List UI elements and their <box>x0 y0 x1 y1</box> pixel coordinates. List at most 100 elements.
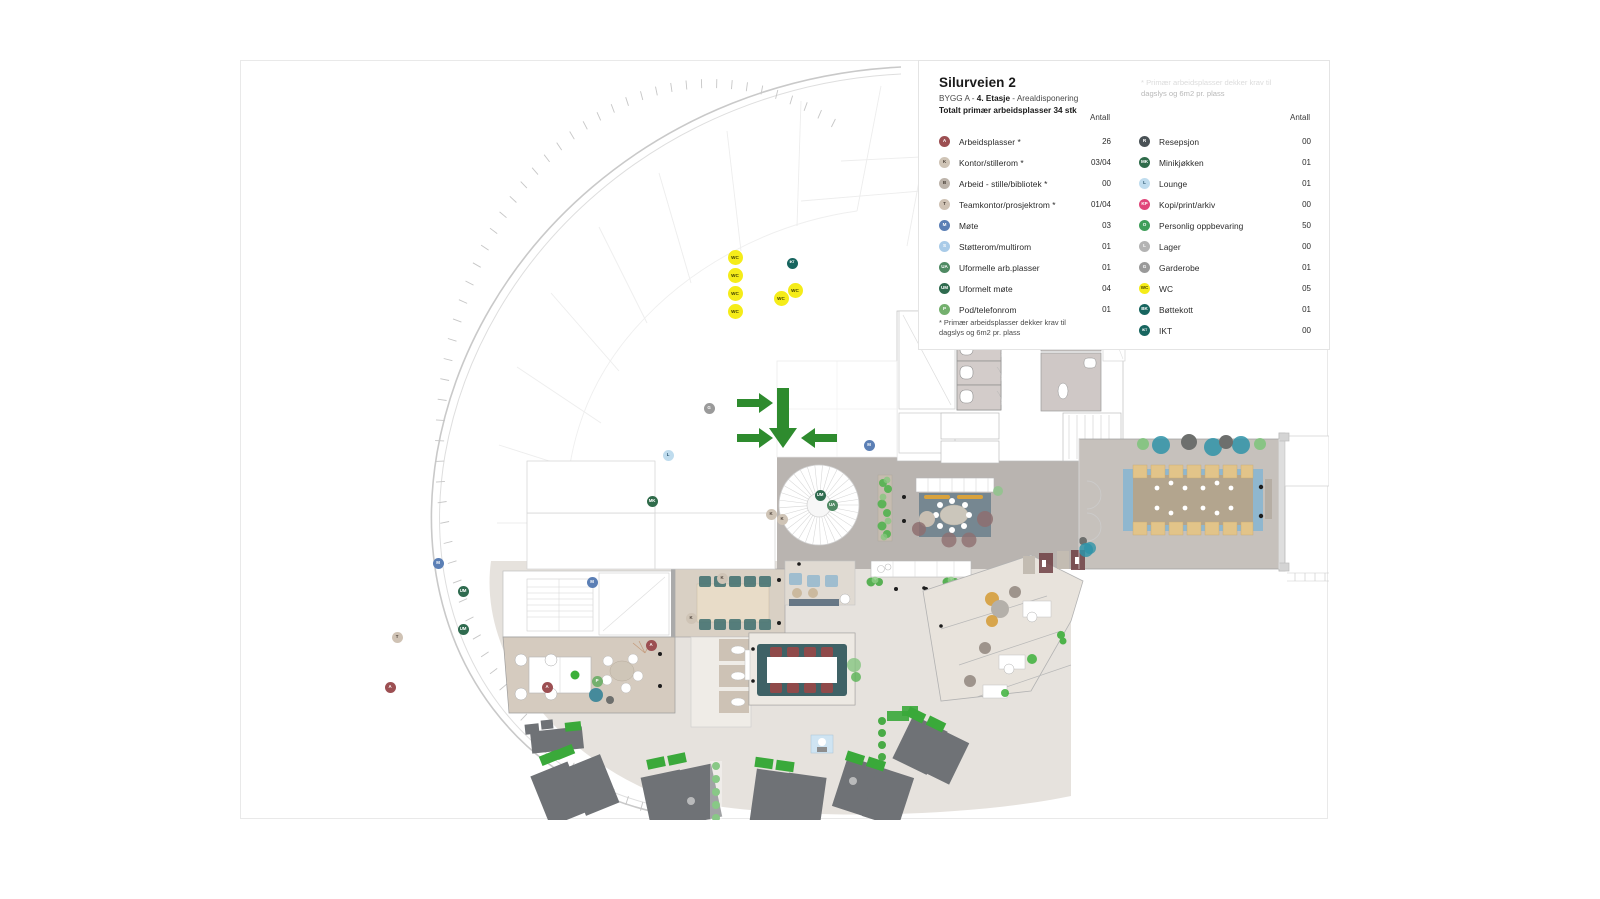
plan-marker-k: K <box>685 612 697 624</box>
plan-marker-wc: WC <box>787 282 803 298</box>
legend-count: 04 <box>1102 284 1111 293</box>
meeting-room-white <box>744 632 861 706</box>
plan-marker-m: M <box>863 439 875 451</box>
legend-badge-p-icon: P <box>939 304 950 315</box>
footnote-line-2: dagslys og 6m2 pr. plass <box>939 328 1021 338</box>
plan-marker-um: UM <box>457 585 469 597</box>
legend-row-uformelt-m-te: UM Uformelt møte 04 <box>939 278 1111 299</box>
legend-label: Møte <box>959 220 979 231</box>
legend-label: WC <box>1159 283 1174 294</box>
legend-label: Kontor/stillerom * <box>959 157 1024 168</box>
legend-count: 01 <box>1302 263 1311 272</box>
antall-header-left: Antall <box>1089 113 1110 122</box>
legend-badge-a-icon: A <box>939 136 950 147</box>
legend-count: 00 <box>1302 242 1311 251</box>
plan-marker-a: A <box>645 639 657 651</box>
plan-marker-k: K <box>716 572 728 584</box>
meeting-room-mid-left <box>674 568 786 638</box>
legend-ghost-note: * Primær arbeidsplasser dekker krav til … <box>1141 77 1321 100</box>
plan-marker-mk: MK <box>646 495 658 507</box>
legend-label: Personlig oppbevaring <box>1159 220 1244 231</box>
legend-badge-ikt-icon: IKT <box>1139 325 1150 336</box>
plan-marker-wc: WC <box>727 249 743 265</box>
legend-label: Arbeid - stille/bibliotek * <box>959 178 1048 189</box>
legend-row-teamkontor-prosjektrom: T Teamkontor/prosjektrom * 01/04 <box>939 194 1111 215</box>
page-subtitle: BYGG A - 4. Etasje - Arealdisponering <box>939 94 1313 105</box>
legend-badge-o-icon: O <box>1139 220 1150 231</box>
legend-label: Minikjøkken <box>1159 157 1204 168</box>
legend-label: Uformelt møte <box>959 283 1013 294</box>
legend-count: 03 <box>1102 221 1111 230</box>
legend-badge-r-icon: R <box>1139 136 1150 147</box>
floorplan-drawing <box>430 66 1329 820</box>
arrow-down-main <box>769 388 797 448</box>
legend-count: 01 <box>1102 242 1111 251</box>
legend-count: 01 <box>1302 158 1311 167</box>
open-desk-room-left <box>671 560 856 637</box>
subtitle-building: BYGG A - <box>939 93 977 103</box>
legend-row-kontor-stillerom: K Kontor/stillerom * 03/04 <box>939 152 1111 173</box>
legend-label: Bøttekott <box>1159 304 1193 315</box>
plan-marker-ua: UA <box>826 499 838 511</box>
informal-meeting-booths <box>690 636 752 728</box>
subtitle-kind: - Arealdisponering <box>1010 93 1079 103</box>
plan-marker-wc: WC <box>773 290 789 306</box>
plan-marker-g: G <box>703 402 715 414</box>
footnote-line-1: * Primær arbeidsplasser dekker krav til <box>939 317 1066 327</box>
plan-marker-k: K <box>765 508 777 520</box>
central-lounge <box>778 464 1003 591</box>
arrow-right-upper <box>737 393 773 413</box>
legend-count: 50 <box>1302 221 1311 230</box>
legend-badge-l-icon: L <box>1139 178 1150 189</box>
legend-row-personlig-oppbevaring: O Personlig oppbevaring 50 <box>1139 215 1311 236</box>
ghost-line-1: * Primær arbeidsplasser dekker krav til <box>1141 78 1272 87</box>
plan-marker-m: M <box>432 557 444 569</box>
page-title: Silurveien 2 <box>939 75 1016 90</box>
legend-label: Teamkontor/prosjektrom * <box>959 199 1056 210</box>
legend-panel: Silurveien 2 BYGG A - 4. Etasje - Areald… <box>918 60 1330 350</box>
legend-count: 01/04 <box>1090 200 1111 209</box>
plan-marker-l: L <box>662 449 674 461</box>
legend-count: 00 <box>1102 179 1111 188</box>
legend-count: 01 <box>1102 263 1111 272</box>
legend-badge-um-icon: UM <box>939 283 950 294</box>
grid-guides <box>1078 439 1280 569</box>
antall-header-right: Antall <box>1289 113 1310 122</box>
plan-marker-a: A <box>541 681 553 693</box>
legend-badge-t-icon: T <box>939 199 950 210</box>
legend-label: Resepsjon <box>1159 136 1200 147</box>
legend-row-resepsjon: R Resepsjon 00 <box>1139 131 1311 152</box>
plan-marker-um: UM <box>814 489 826 501</box>
legend-count: 00 <box>1302 137 1311 146</box>
arrow-left <box>801 428 837 448</box>
legend-label: Arbeidsplasser * <box>959 136 1021 147</box>
legend-footnote: * Primær arbeidsplasser dekker krav til … <box>939 318 1119 339</box>
plan-marker-a: A <box>384 681 396 693</box>
legend-badge-mk-icon: MK <box>1139 157 1150 168</box>
legend-row-minikj-kken: MK Minikjøkken 01 <box>1139 152 1311 173</box>
plan-marker-ikt: IKT <box>786 257 798 269</box>
legend-badge-k-icon: K <box>939 157 950 168</box>
plan-marker-um: UM <box>457 623 469 635</box>
legend-label: Lager <box>1159 241 1181 252</box>
legend-badge-s-icon: S <box>939 241 950 252</box>
legend-label: IKT <box>1159 325 1173 336</box>
legend-label: Kopi/print/arkiv <box>1159 199 1216 210</box>
legend-count: 03/04 <box>1090 158 1111 167</box>
plan-marker-wc: WC <box>727 303 743 319</box>
